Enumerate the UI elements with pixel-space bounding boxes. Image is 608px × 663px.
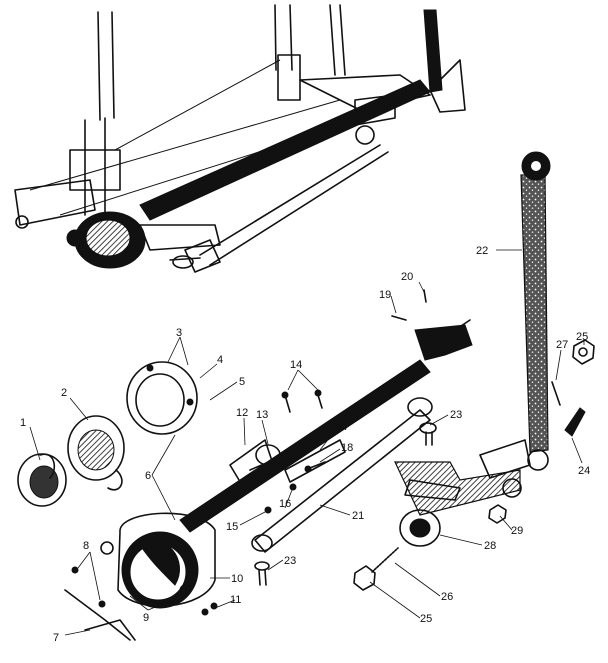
- callout-13: 13: [256, 409, 268, 421]
- callout-3: 3: [176, 327, 182, 339]
- link-17: [284, 439, 346, 483]
- leader-lines: [29, 249, 585, 636]
- bobbin-case: [17, 453, 67, 507]
- callout-16: 16: [279, 498, 291, 510]
- callout-28: 28: [484, 540, 496, 552]
- callout-12: 12: [236, 407, 248, 419]
- callout-24: 24: [578, 465, 590, 477]
- callout-18: 18: [341, 442, 353, 454]
- callout-26: 26: [441, 591, 453, 603]
- callout-10: 10: [231, 573, 243, 585]
- callout-19: 19: [379, 289, 391, 301]
- hook-assembly: [100, 512, 216, 609]
- crank-28: [394, 439, 531, 547]
- callout-29: 29: [511, 525, 523, 537]
- callout-11: 11: [230, 594, 241, 606]
- callout-5: 5: [239, 376, 245, 388]
- callout-6: 6: [145, 470, 151, 482]
- callout-1: 1: [20, 417, 26, 429]
- callout-14: 14: [290, 359, 302, 371]
- assembled-view: [14, 4, 466, 273]
- screws-11: [201, 602, 218, 616]
- callouts: 1 2 3 4 5 6 7 8 9 10 11 12 13 14 15 16 1…: [20, 245, 590, 644]
- callout-23a: 23: [450, 409, 462, 421]
- callout-4: 4: [217, 354, 223, 366]
- tension-spring: [64, 566, 136, 641]
- callout-2: 2: [61, 387, 67, 399]
- callout-8: 8: [83, 540, 89, 552]
- callout-21: 21: [352, 510, 364, 522]
- callout-20: 20: [401, 271, 413, 283]
- hook-ring: [126, 361, 198, 435]
- hardware: [353, 339, 595, 591]
- small-screws: [264, 389, 326, 514]
- callout-27: 27: [556, 339, 568, 351]
- pins: [391, 289, 427, 321]
- callout-25a: 25: [576, 331, 588, 343]
- callout-9: 9: [143, 612, 149, 624]
- callout-15: 15: [226, 521, 238, 533]
- vertical-rod-22: [520, 151, 551, 471]
- connecting-rod-21: [251, 397, 433, 553]
- screw-23: [254, 422, 437, 586]
- callout-22: 22: [476, 245, 488, 257]
- callout-7: 7: [53, 632, 59, 644]
- callout-17: 17: [337, 421, 349, 433]
- callout-23b: 23: [284, 555, 296, 567]
- callout-25b: 25: [420, 613, 432, 625]
- hook-shaft: [179, 319, 473, 533]
- bobbin-holder: [67, 415, 125, 491]
